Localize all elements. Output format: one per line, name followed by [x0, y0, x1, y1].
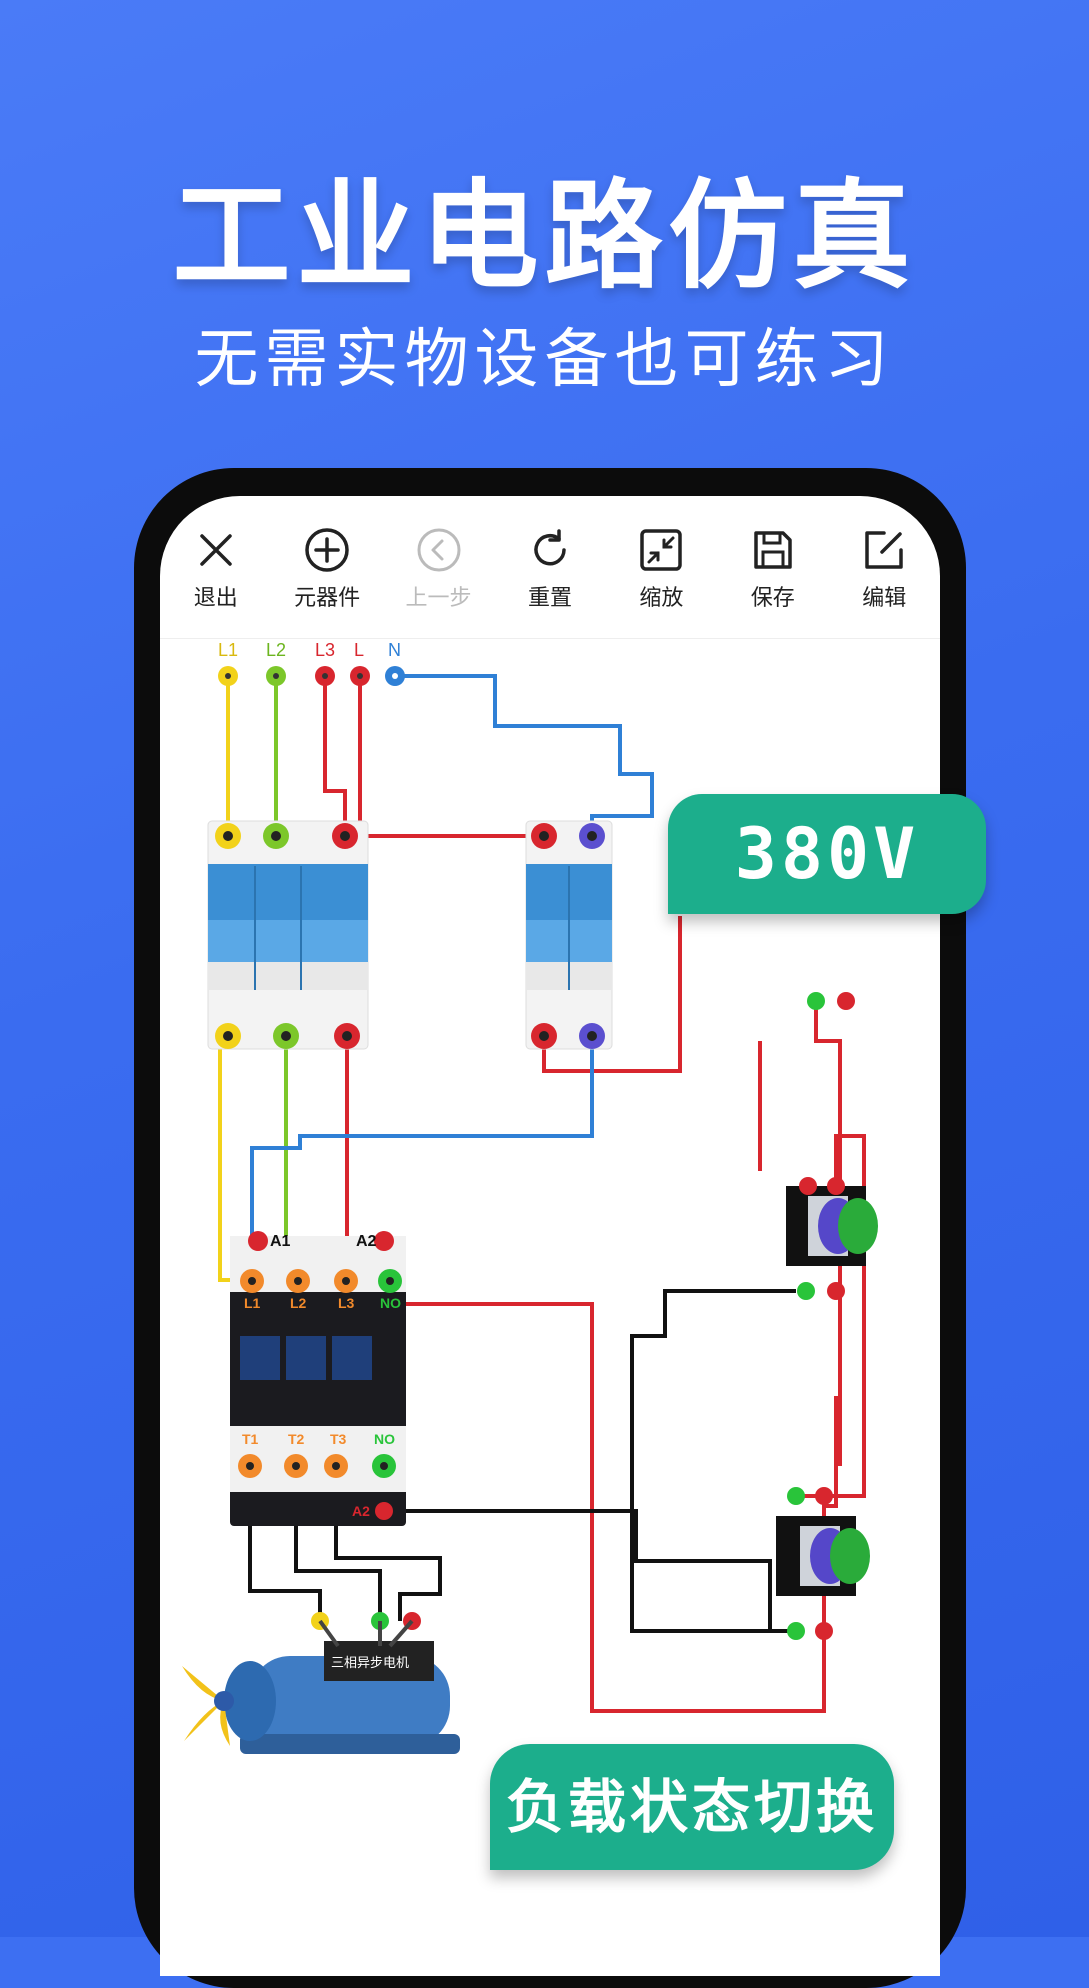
terminal-l1-label: L1 [218, 640, 238, 660]
reset-label: 重置 [527, 586, 572, 611]
wire-blue [250, 674, 654, 1241]
floppy-disk-icon [754, 531, 792, 569]
contactor[interactable]: A1 A2 L1 L2 L3 NO T1 T2 T3 NO A2 [230, 1231, 406, 1526]
contactor-in-l2-label: L2 [290, 1295, 307, 1311]
zoom-button[interactable]: 缩放 [611, 526, 711, 626]
hero-subtitle: 无需实物设备也可练习 [194, 323, 895, 397]
contactor-in-l1-label: L1 [244, 1295, 261, 1311]
source-terminals: L1 L2 L3 L N [218, 640, 405, 686]
save-label: 保存 [750, 586, 795, 611]
close-icon [199, 534, 232, 566]
refresh-icon [534, 529, 566, 566]
voltage-badge: 380V [668, 794, 986, 914]
reset-button[interactable]: 重置 [500, 526, 600, 626]
undo-button[interactable]: 上一步 [389, 526, 489, 626]
exit-button[interactable]: 退出 [166, 526, 266, 626]
contactor-a2-top-label: A2 [356, 1233, 377, 1250]
two-pole-breaker[interactable] [525, 820, 613, 1050]
contactor-out-no-label: NO [374, 1431, 395, 1447]
start-button-green-2[interactable] [776, 1487, 870, 1640]
hero-title: 工业电路仿真 [172, 167, 917, 305]
terminal-l2-label: L2 [266, 640, 286, 660]
zoom-label: 缩放 [639, 586, 684, 611]
contactor-out-t3-label: T3 [330, 1431, 347, 1447]
contactor-a1-label: A1 [270, 1233, 291, 1250]
back-circle-icon [417, 528, 461, 572]
three-pole-breaker[interactable] [207, 820, 369, 1050]
app-screen: 退出 元器件 上一步 重置 缩放 保存 编辑 [160, 496, 940, 1976]
edit-button[interactable]: 编辑 [834, 526, 934, 626]
edit-icon [865, 531, 903, 569]
contactor-out-t1-label: T1 [242, 1431, 259, 1447]
terminal-n-label: N [388, 640, 401, 660]
toolbar: 退出 元器件 上一步 重置 缩放 保存 编辑 [160, 526, 940, 626]
toolbar-divider [160, 638, 940, 639]
save-button[interactable]: 保存 [723, 526, 823, 626]
undo-label: 上一步 [405, 586, 472, 611]
contactor-in-no-label: NO [380, 1295, 401, 1311]
edit-label: 编辑 [862, 586, 907, 611]
shrink-icon [640, 529, 683, 571]
contactor-in-l3-label: L3 [338, 1295, 355, 1311]
load-switch-badge: 负载状态切换 [490, 1744, 894, 1870]
start-button-green-1[interactable] [786, 1177, 878, 1300]
three-phase-motor[interactable]: 三相异步电机 [182, 1612, 460, 1754]
components-label: 元器件 [294, 586, 361, 611]
contactor-a2-bottom-label: A2 [352, 1503, 370, 1519]
terminal-l-label: L [354, 640, 364, 660]
terminal-l3-label: L3 [315, 640, 335, 660]
plus-circle-icon [305, 528, 349, 572]
contactor-out-t2-label: T2 [288, 1431, 305, 1447]
components-button[interactable]: 元器件 [277, 526, 377, 626]
exit-label: 退出 [193, 586, 238, 611]
motor-label: 三相异步电机 [331, 1655, 409, 1670]
